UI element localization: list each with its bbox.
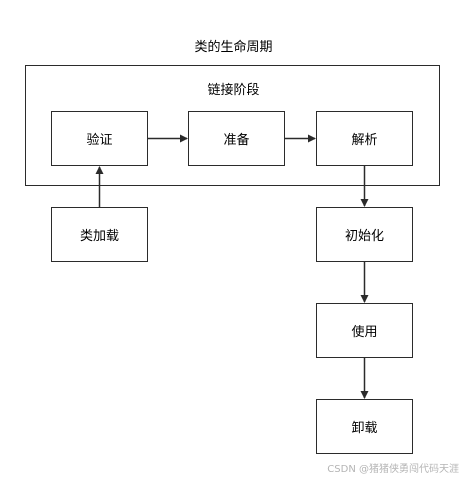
node-resolve-label: 解析 bbox=[351, 133, 378, 148]
node-verify-label: 验证 bbox=[86, 133, 113, 148]
node-resolve: 解析 bbox=[316, 111, 413, 166]
node-prepare: 准备 bbox=[188, 111, 285, 166]
diagram-title: 类的生命周期 bbox=[194, 40, 273, 55]
linking-phase-label: 链接阶段 bbox=[207, 83, 260, 98]
node-class-loading: 类加载 bbox=[51, 207, 148, 262]
linking-phase-group bbox=[25, 65, 440, 186]
node-unload: 卸载 bbox=[316, 399, 413, 454]
watermark: CSDN @猪猪侠勇闯代码天涯 bbox=[327, 464, 459, 475]
node-use-label: 使用 bbox=[351, 325, 378, 340]
node-verify: 验证 bbox=[51, 111, 148, 166]
node-initialization-label: 初始化 bbox=[344, 229, 384, 244]
node-use: 使用 bbox=[316, 303, 413, 358]
node-unload-label: 卸载 bbox=[351, 421, 378, 436]
node-prepare-label: 准备 bbox=[223, 133, 250, 148]
node-class-loading-label: 类加载 bbox=[79, 229, 119, 244]
node-initialization: 初始化 bbox=[316, 207, 413, 262]
